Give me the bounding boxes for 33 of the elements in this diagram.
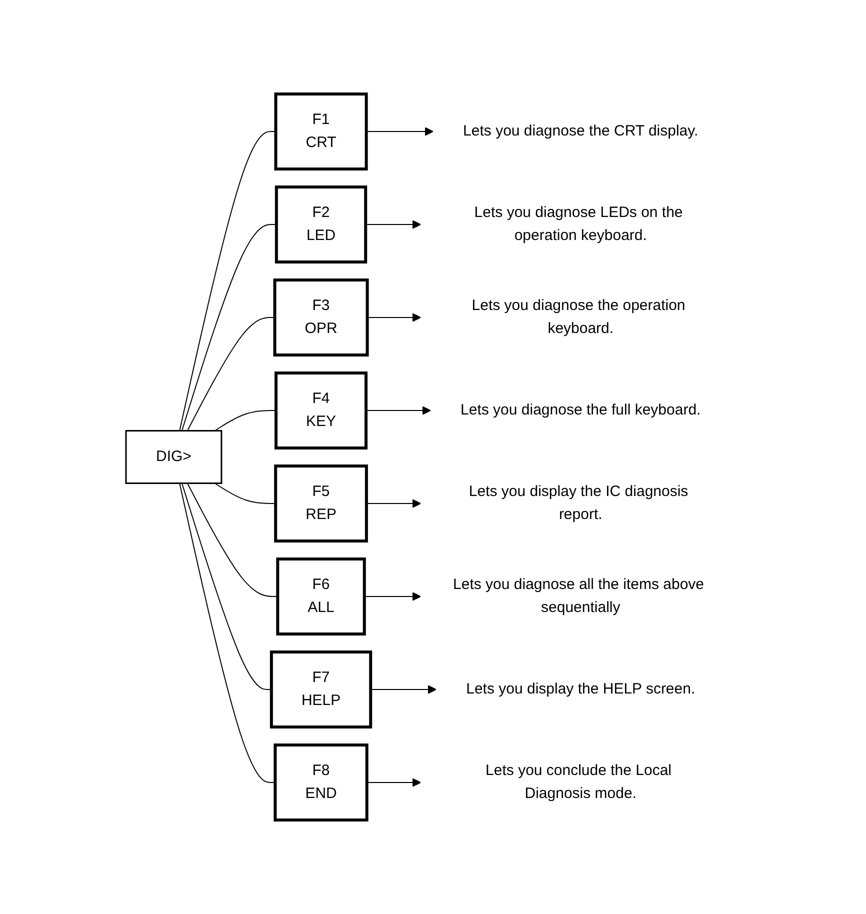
node-box: F8 END — [273, 744, 368, 822]
node-text: Lets you diagnose the CRT display. — [462, 122, 698, 140]
connector — [214, 482, 276, 504]
connector — [214, 410, 276, 432]
node-box: F1 CRT — [274, 92, 368, 170]
arrow — [370, 685, 436, 694]
arrow — [366, 778, 421, 787]
connector — [186, 482, 278, 597]
arrow — [366, 313, 421, 322]
arrow — [364, 220, 421, 229]
node-text: Lets you diagnose the operation keyboard. — [471, 297, 685, 336]
node-box: F5 REP — [274, 464, 368, 542]
node-text: Lets you display the IC diagnosis report. — [468, 483, 688, 522]
node-box: F2 LED — [274, 186, 367, 264]
arrow — [366, 127, 434, 136]
arrow — [365, 406, 431, 415]
node-box: F6 ALL — [276, 558, 366, 636]
node-text: Lets you display the HELP screen. — [466, 680, 695, 698]
arrow — [366, 499, 421, 508]
node-box: F3 OPR — [272, 278, 368, 356]
node-text: Lets you diagnose all the items above sequentially — [452, 576, 704, 616]
connector — [181, 224, 277, 432]
node-box: F7 HELP — [270, 650, 372, 728]
node-text: Lets you diagnose LEDs on the operation keyboard. — [474, 204, 682, 244]
connector — [178, 482, 276, 783]
connector — [178, 131, 276, 432]
node-box: F4 KEY — [274, 372, 368, 450]
node-text: Lets you conclude the Local Diagnosis mode. — [485, 762, 672, 802]
arrow — [364, 592, 421, 601]
connector — [186, 317, 275, 432]
connector — [181, 482, 272, 690]
node-text: Lets you diagnose the full keyboard. — [460, 401, 700, 418]
node-box: DIG> — [124, 430, 222, 484]
